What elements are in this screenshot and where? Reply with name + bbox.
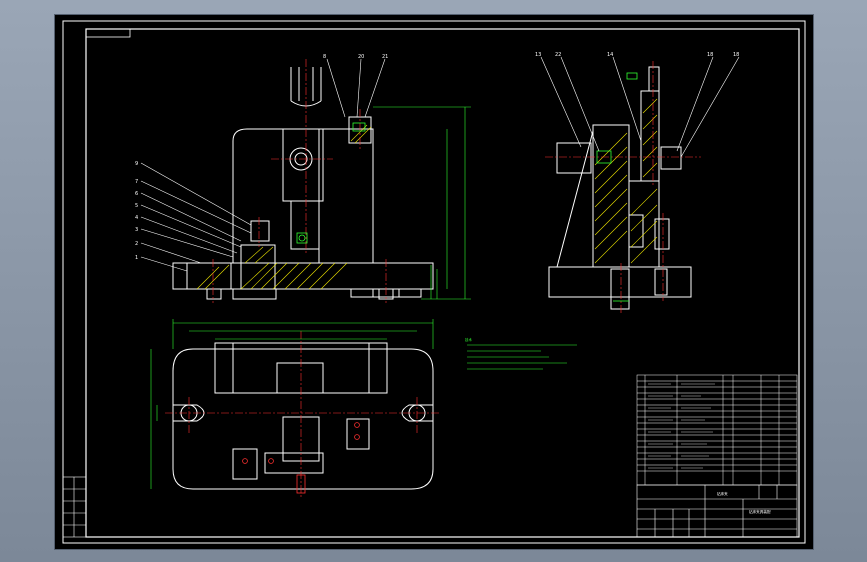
label-side-13: 13 (535, 52, 541, 58)
front-view: 8 20 21 9 7 6 5 4 3 2 1 (135, 54, 471, 303)
label-side-18b: 18 (733, 52, 739, 58)
title-block (636, 484, 798, 538)
label-side-18a: 18 (707, 52, 713, 58)
top-view (150, 319, 441, 497)
cad-viewport[interactable]: 8 20 21 9 7 6 5 4 3 2 1 (54, 14, 814, 550)
notes-body-lines (467, 344, 577, 370)
label-left-4: 4 (135, 215, 138, 221)
outer-frame (62, 20, 806, 544)
parts-list-table (636, 374, 798, 486)
label-side-22: 22 (555, 52, 561, 58)
label-left-7: 7 (135, 179, 138, 185)
label-left-9: 9 (135, 161, 138, 167)
corner-stamp-box (85, 28, 131, 38)
label-left-1: 1 (135, 255, 138, 261)
label-front-20: 20 (358, 54, 364, 60)
assembly-drawing: 8 20 21 9 7 6 5 4 3 2 1 (62, 20, 806, 544)
label-left-6: 6 (135, 191, 138, 197)
title-block-drawing-name: 钻床夹具装配 (749, 509, 771, 514)
binding-strip-table (62, 476, 87, 538)
label-left-3: 3 (135, 227, 138, 233)
label-front-8: 8 (323, 54, 326, 60)
label-left-2: 2 (135, 241, 138, 247)
notes-title: 技术 (465, 337, 472, 342)
side-view: 13 22 14 18 18 (535, 52, 739, 313)
title-block-part-name: 钻床夹 (717, 491, 728, 496)
label-front-21: 21 (382, 54, 388, 60)
label-side-14: 14 (607, 52, 613, 58)
label-left-5: 5 (135, 203, 138, 209)
parts-list-placeholder-text (648, 383, 715, 469)
technical-notes: 技术 (465, 337, 577, 370)
inner-frame (85, 28, 800, 538)
